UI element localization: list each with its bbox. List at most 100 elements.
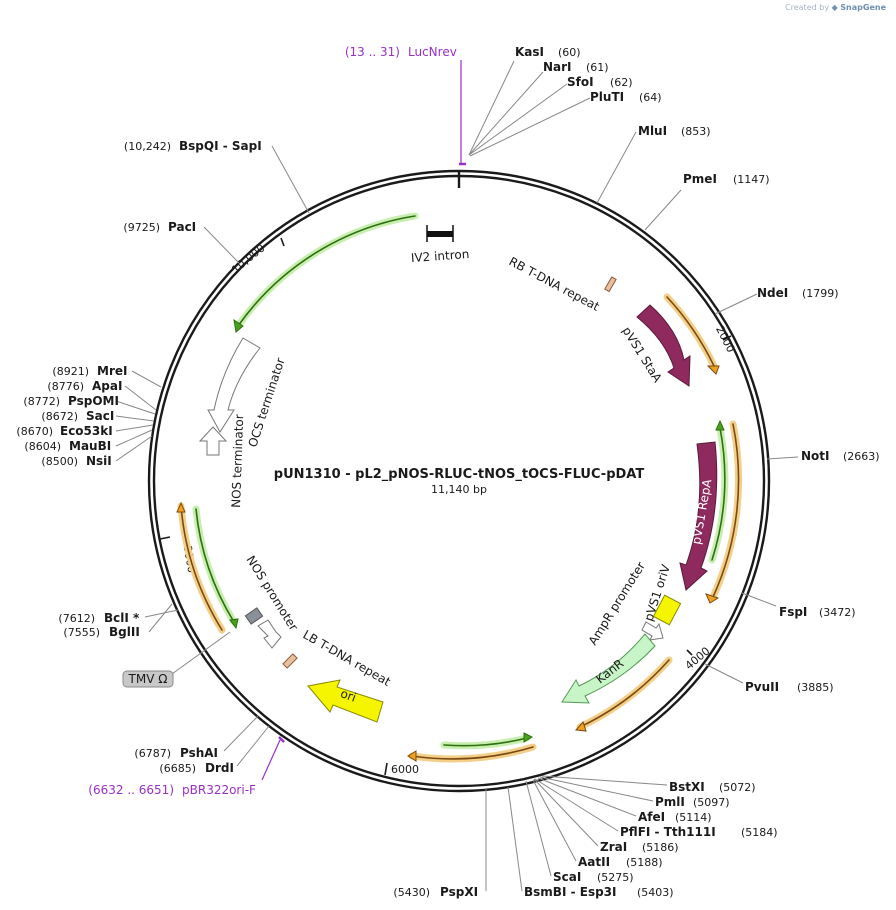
enzyme-name-mrei: MreI: [97, 364, 127, 378]
enzyme-name-afei: AfeI: [638, 810, 665, 824]
enzyme-pos-bglii: (7555): [63, 626, 100, 639]
leader-maubi: [115, 429, 153, 447]
enzyme-name-pspomi: PspOMI: [68, 394, 119, 408]
enzyme-name-apai: ApaI: [92, 379, 122, 393]
enzyme-name-bspqi: BspQI - SapI: [179, 139, 262, 153]
ocs-terminator-arrow: [207, 337, 261, 433]
leader-mlui: [596, 131, 637, 204]
ori-arrow: [307, 679, 384, 723]
leader-pspomi: [115, 400, 156, 415]
enzyme-pos-maubi: (8604): [24, 440, 61, 453]
rb-repeat-box: [604, 276, 617, 293]
enzyme-pos-pflfi: (5184): [741, 826, 778, 839]
watermark-brand: SnapGene: [840, 3, 886, 12]
snapgene-logo-icon: ◆: [831, 3, 838, 12]
green-arrowhead-left: [229, 618, 239, 630]
enzyme-name-pspxi: PspXI: [440, 885, 478, 899]
enzyme-name-saci: SacI: [86, 409, 114, 423]
leader-bglii: [148, 603, 173, 633]
enzyme-pos-paci: (9725): [123, 221, 160, 234]
enzyme-name-scai: ScaI: [553, 870, 581, 884]
orange-features: [176, 293, 743, 763]
enzyme-name-bstxi: BstXI: [669, 780, 705, 794]
pbr322ori-f-name: pBR322ori-F: [182, 783, 256, 797]
leader-pflfi: [534, 778, 619, 832]
green-arrowhead-top-left: [233, 318, 244, 333]
enzyme-name-pshai: PshAI: [180, 746, 218, 760]
enzyme-pos-mlui: (853): [681, 125, 711, 138]
enzyme-name-zrai: ZraI: [600, 840, 627, 854]
leader-nsii: [115, 435, 153, 462]
pvs1-oriv-box: [652, 594, 682, 626]
nos-promoter-box: [244, 607, 264, 625]
lucnrev-range: (13 .. 31): [345, 45, 400, 59]
enzyme-name-fspi: FspI: [779, 605, 807, 619]
enzyme-pos-nsii: (8500): [41, 455, 78, 468]
enzyme-pos-fspi: (3472): [819, 606, 856, 619]
enzyme-name-sfoi: SfoI: [567, 75, 594, 89]
enzyme-name-paci: PacI: [168, 220, 196, 234]
tick-mark-8000: [159, 536, 171, 540]
enzyme-pos-eco53ki: (8670): [16, 425, 53, 438]
leader-aatii: [532, 779, 577, 862]
enzyme-pos-bsmbi: (5403): [637, 886, 674, 899]
tick-mark-6000: [384, 762, 388, 776]
ampr-promoter-arrow: [641, 621, 664, 641]
enzyme-name-bsmbi: BsmBI - Esp3I: [524, 885, 616, 899]
pbr322ori-f-mark: [278, 736, 285, 743]
plasmid-length: 11,140 bp: [431, 483, 487, 496]
leader-pmli: [539, 776, 654, 802]
green-arc-top-left: [234, 212, 419, 330]
cds-arrowhead-right: [705, 593, 720, 604]
nos-terminator-label: NOS terminator: [229, 414, 246, 508]
enzyme-pos-mrei: (8921): [52, 365, 89, 378]
pbr322ori-f-line: [261, 739, 281, 781]
enzyme-name-pmli: PmlI: [655, 795, 685, 809]
leader-bspqi: [271, 145, 310, 214]
watermark-prefix: Created by: [785, 3, 830, 12]
tick-mark-4000: [686, 649, 693, 656]
cds-arrowhead-left: [176, 501, 186, 513]
enzyme-labels: KasI (60) NarI (61) SfoI (62) PluTI (64)…: [16, 45, 879, 899]
cds-arc-top-right-core: [666, 296, 715, 367]
nos-terminator-arrow: [198, 426, 228, 456]
enzyme-pos-bstxi: (5072): [719, 781, 756, 794]
enzyme-pos-scai: (5275): [597, 871, 634, 884]
green-arc-top-left-core: [237, 215, 416, 327]
cds-arc-bottom-core: [411, 746, 534, 760]
enzyme-pos-nari: (61): [586, 61, 609, 74]
leader-bstxi: [541, 775, 668, 786]
lucnrev-name: LucNrev: [408, 45, 457, 59]
green-arrowhead-bottom: [523, 732, 534, 743]
enzyme-pos-pvuii: (3885): [797, 681, 834, 694]
enzyme-name-noti: NotI: [801, 449, 830, 463]
enzyme-name-bglii: BglII: [109, 625, 140, 639]
iv2-intron-bar: [427, 231, 453, 237]
enzyme-pos-afei: (5114): [675, 811, 712, 824]
leader-fspi: [741, 592, 777, 607]
tick-label-6000: 6000: [391, 763, 419, 776]
lb-repeat-box: [282, 653, 298, 669]
leader-pvuii: [704, 663, 744, 684]
leader-noti: [766, 456, 799, 460]
enzyme-pos-pmli: (5097): [693, 796, 730, 809]
enzyme-pos-apai: (8776): [47, 380, 84, 393]
green-arrowhead-right: [715, 419, 725, 431]
enzyme-name-bcli: BclI *: [104, 611, 140, 625]
primer-pbr322ori-f: (6632 .. 6651) pBR322ori-F: [88, 736, 285, 797]
pbr322ori-f-range: (6632 .. 6651): [88, 783, 174, 797]
enzyme-pos-pspxi: (5430): [393, 886, 430, 899]
plasmid-name: pUN1310 - pL2_pNOS-RLUC-tNOS_tOCS-FLUC-p…: [274, 467, 645, 482]
cds-arc-lower-right-core: [579, 659, 670, 728]
nos-promoter-arrow: [257, 619, 282, 649]
enzyme-pos-noti: (2663): [843, 450, 880, 463]
cds-arc-right-core: [712, 423, 740, 598]
enzyme-name-pflfi: PflFI - Tth111I: [620, 825, 716, 839]
enzyme-name-pvuii: PvuII: [745, 680, 779, 694]
enzyme-pos-pshai: (6787): [134, 747, 171, 760]
rb-repeat-label: RB T-DNA repeat: [507, 254, 602, 314]
enzyme-pos-bspqi: (10,242): [124, 140, 171, 153]
enzyme-name-maubi: MauBI: [69, 439, 111, 453]
green-arc-left-core: [195, 508, 235, 623]
leader-saci: [115, 415, 155, 422]
